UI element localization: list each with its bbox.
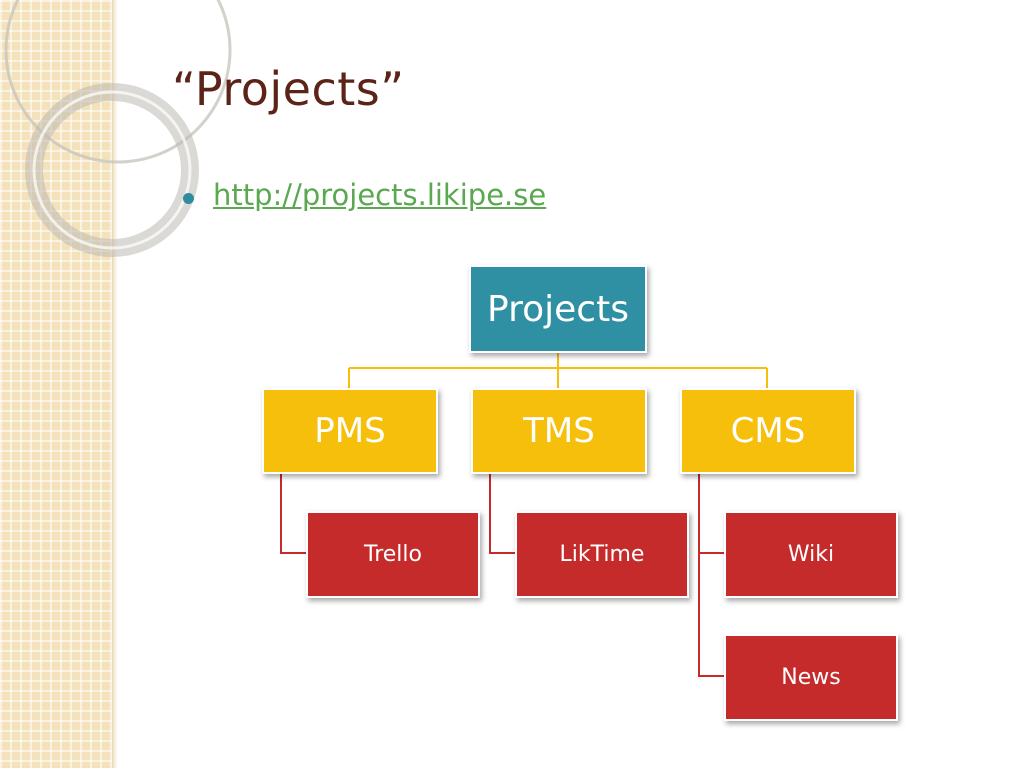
node-news: News bbox=[724, 634, 898, 721]
connector-leaves bbox=[280, 473, 726, 677]
node-tms: TMS bbox=[471, 388, 647, 474]
sidebar-edge bbox=[112, 0, 118, 768]
node-cms-label: CMS bbox=[730, 411, 806, 451]
node-cms: CMS bbox=[680, 388, 856, 474]
node-wiki: Wiki bbox=[724, 511, 898, 598]
slide-title: “Projects” bbox=[172, 62, 405, 116]
node-wiki-label: Wiki bbox=[787, 542, 835, 567]
node-projects: Projects bbox=[469, 265, 647, 353]
node-pms: PMS bbox=[262, 388, 438, 474]
node-projects-label: Projects bbox=[487, 288, 629, 330]
node-pms-label: PMS bbox=[314, 411, 386, 451]
bullet-dot-icon bbox=[183, 193, 194, 204]
decorative-circles bbox=[4, 0, 232, 257]
node-news-label: News bbox=[781, 665, 841, 690]
node-tms-label: TMS bbox=[523, 411, 595, 451]
connector-top bbox=[348, 352, 768, 388]
node-trello: Trello bbox=[306, 511, 480, 598]
node-trello-label: Trello bbox=[364, 542, 422, 567]
projects-link[interactable]: http://projects.likipe.se bbox=[213, 178, 547, 212]
node-liktime-label: LikTime bbox=[559, 542, 645, 567]
node-liktime: LikTime bbox=[515, 511, 689, 598]
